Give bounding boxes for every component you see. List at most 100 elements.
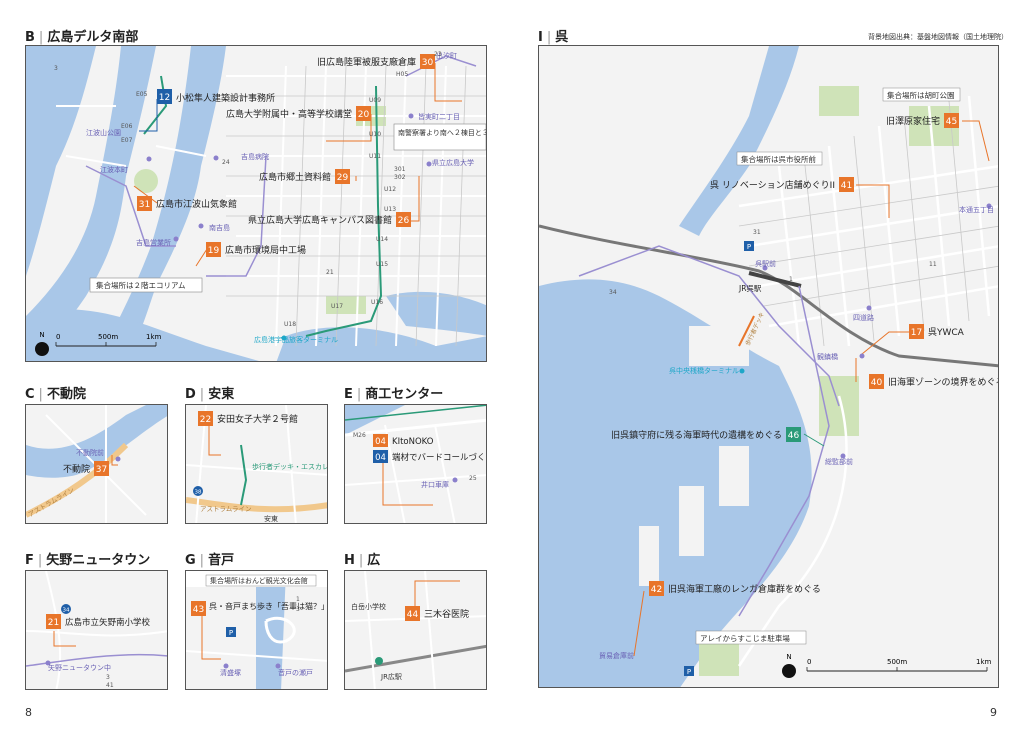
place-label: 江波本町	[100, 165, 128, 174]
spot-label[interactable]: KItoNOKO	[392, 437, 434, 447]
spot-number: 45	[946, 117, 957, 127]
spot-label[interactable]: 県立広島大学広島キャンパス図書館	[248, 214, 392, 226]
spot-number: 43	[193, 605, 204, 615]
route-label: M26	[353, 432, 366, 439]
place-label: 江波山公園	[86, 128, 121, 137]
scale-zero: 0	[56, 333, 60, 341]
svg-text:U11: U11	[369, 153, 381, 160]
map-yano-newtown[interactable]: 21 広島市立矢野南小学校 矢野ニュータウン中 34 3 41	[25, 570, 168, 690]
svg-text:U15: U15	[376, 261, 388, 268]
spot-label[interactable]: 旧呉海軍工廠のレンガ倉庫群をめぐる	[668, 583, 821, 595]
map-fudoin[interactable]: 37 不動院 不動院前 アストラムライン	[25, 404, 168, 524]
place-label: 本通五丁目	[959, 205, 994, 214]
spot-number: 21	[48, 618, 59, 628]
place-label: 南吉島	[209, 223, 230, 232]
place-label: 歩行者デッキ・エスカレーター	[252, 462, 328, 471]
route-label: 41	[106, 682, 114, 689]
spot-label[interactable]: 不動院	[63, 463, 90, 475]
page-number-right: 9	[990, 706, 997, 719]
parking-icon: P	[687, 668, 691, 676]
route-badge: 38	[195, 490, 202, 496]
spot-label[interactable]: 三木谷医院	[424, 608, 469, 620]
place-label: 貿易倉庫前	[599, 651, 634, 660]
place-label: 音戸の瀬戸	[278, 668, 313, 677]
section-h-title: H|広	[344, 553, 381, 568]
spot-label[interactable]: 広島大学附属中・高等学校講堂	[226, 108, 352, 120]
place-label: 清盛塚	[220, 668, 241, 677]
spot-label[interactable]: 呉 リノベーション店舗めぐりII	[710, 179, 835, 191]
route-label: 1	[789, 276, 793, 283]
map-ondo[interactable]: 集合場所はおんど観光文化会館 43 呉・音戸まち歩き「吾輩は猫？」編 P 清盛塚…	[185, 570, 328, 690]
spot-number: 22	[200, 415, 211, 425]
svg-text:H05: H05	[396, 71, 408, 78]
spot-label[interactable]: 旧呉鎮守府に残る海軍時代の遺構をめぐる	[611, 429, 782, 441]
spot-number: 20	[358, 110, 370, 120]
svg-text:301: 301	[394, 166, 406, 173]
svg-text:21: 21	[326, 269, 334, 276]
route-label: 11	[929, 261, 937, 268]
place-label: 広島港宇品旅客ターミナル	[254, 335, 338, 344]
section-i-title: I|呉	[538, 30, 569, 45]
place-label: JR呉駅	[738, 284, 762, 293]
place-label: 四道路	[853, 313, 874, 322]
spot-label[interactable]: 広島市立矢野南小学校	[65, 617, 151, 628]
place-label: JR広駅	[380, 672, 402, 681]
spot-number: 19	[208, 246, 220, 256]
svg-text:U13: U13	[384, 206, 396, 213]
spot-number: 30	[422, 58, 434, 68]
spot-number: 17	[911, 328, 922, 338]
section-letter: B	[25, 30, 35, 45]
scale-end: 1km	[146, 333, 162, 341]
note-meeting: 集合場所は胡町公園	[887, 90, 955, 100]
spot-label[interactable]: 旧広島陸軍被服支廠倉庫	[317, 56, 416, 68]
section-g-title: G|音戸	[185, 553, 235, 568]
spot-number: 04	[375, 437, 386, 447]
spot-label[interactable]: 広島市江波山気象館	[156, 198, 237, 210]
route-badge: 34	[63, 608, 70, 614]
north-arrow: N	[39, 331, 44, 339]
scale-end: 1km	[976, 658, 992, 666]
spot-label[interactable]: 広島市郷土資料館	[259, 171, 331, 183]
spot-number: 40	[871, 378, 883, 388]
spot-label[interactable]: 広島市環境局中工場	[225, 244, 306, 256]
map-hiro[interactable]: 44 三木谷医院 白岳小学校 JR広駅	[344, 570, 487, 690]
place-label: 観鎮橋	[817, 352, 838, 361]
map-shoko-center[interactable]: 04 KItoNOKO 04 端材でバードコールづくり 井口車庫 M26 25	[344, 404, 487, 524]
spot-label[interactable]: 端材でバードコールづくり	[392, 452, 487, 463]
route-label: 1	[296, 596, 300, 603]
spot-number: 42	[651, 585, 662, 595]
svg-text:U10: U10	[369, 131, 381, 138]
note-south-police: 南警察署より南へ２棟目と３棟目の間から入る	[398, 128, 487, 137]
parking-icon: P	[229, 629, 233, 637]
map-hiroshima-delta[interactable]: 12 小松隼人建築設計事務所 30 旧広島陸軍被服支廠倉庫 20 広島大学附属中…	[25, 45, 487, 362]
spot-label[interactable]: 旧澤原家住宅	[886, 115, 940, 127]
spot-label[interactable]: 呉・音戸まち歩き「吾輩は猫？」編	[209, 601, 328, 611]
svg-text:U12: U12	[384, 186, 396, 193]
route-label: 34	[609, 289, 617, 296]
svg-text:23: 23	[434, 51, 442, 58]
route-label: 25	[469, 475, 477, 482]
section-letter: I	[538, 30, 543, 45]
map-ando[interactable]: 22 安田女子大学２号館 歩行者デッキ・エスカレーター 安東 アストラムライン …	[185, 404, 328, 524]
place-label: 皆実町二丁目	[418, 112, 460, 121]
section-d-title: D|安東	[185, 387, 235, 402]
scale-zero: 0	[807, 658, 811, 666]
page-number-left: 8	[25, 706, 32, 719]
svg-text:E05: E05	[136, 91, 148, 98]
place-label: 呉中央桟橋ターミナル	[669, 366, 739, 375]
place-label: 吉島営業所	[136, 238, 171, 247]
spot-label[interactable]: 旧海軍ゾーンの境界をめぐる	[888, 376, 999, 388]
section-b-title: B|広島デルタ南部	[25, 30, 139, 45]
spot-label[interactable]: 呉YWCA	[928, 327, 965, 338]
note-meeting: 集合場所はおんど観光文化会館	[210, 576, 308, 585]
spot-label[interactable]: 小松隼人建築設計事務所	[176, 92, 275, 104]
note-meeting: 集合場所は２階エコリアム	[96, 280, 185, 290]
spot-number: 04	[375, 453, 386, 463]
section-name: 呉	[555, 30, 569, 45]
section-f-title: F|矢野ニュータウン	[25, 553, 151, 568]
place-label: 吉島病院	[241, 152, 269, 161]
spot-label[interactable]: 安田女子大学２号館	[217, 413, 298, 425]
place-label: 県立広島大学	[432, 158, 474, 167]
place-label: 不動院前	[76, 448, 104, 457]
map-kure[interactable]: P P 集合場所は胡町公園 集合場所は呉市役所前 アレイからすこじま駐車場 45…	[538, 45, 999, 688]
